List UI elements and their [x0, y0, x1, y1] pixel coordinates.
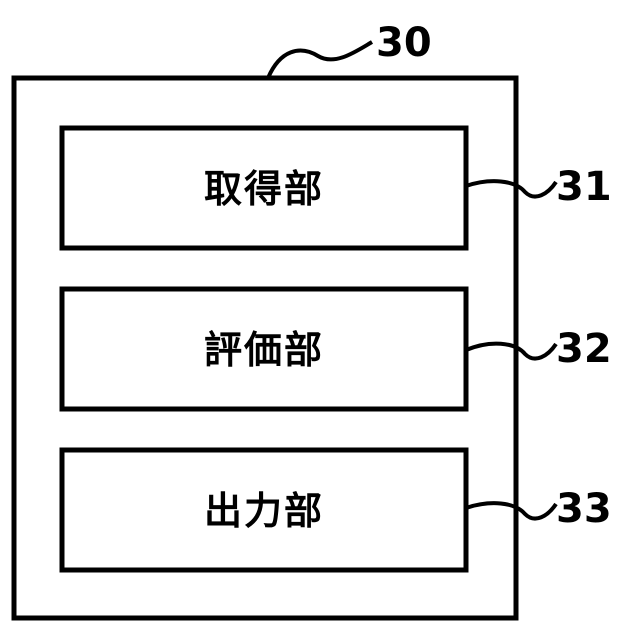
- block-32-ref-label: 32: [556, 326, 612, 372]
- block-output-label: 出力部: [204, 489, 324, 533]
- block-33-ref-leader: [466, 503, 556, 518]
- block-31-ref-leader: [466, 181, 556, 196]
- block-acquisition-label: 取得部: [204, 167, 324, 211]
- block-32-ref-leader: [466, 344, 556, 359]
- block-31-ref-label: 31: [556, 164, 612, 210]
- outer-ref-label: 30: [376, 20, 432, 66]
- outer-ref-leader: [268, 42, 372, 78]
- block-evaluation-label: 評価部: [204, 328, 324, 372]
- block-33-ref-label: 33: [556, 486, 612, 532]
